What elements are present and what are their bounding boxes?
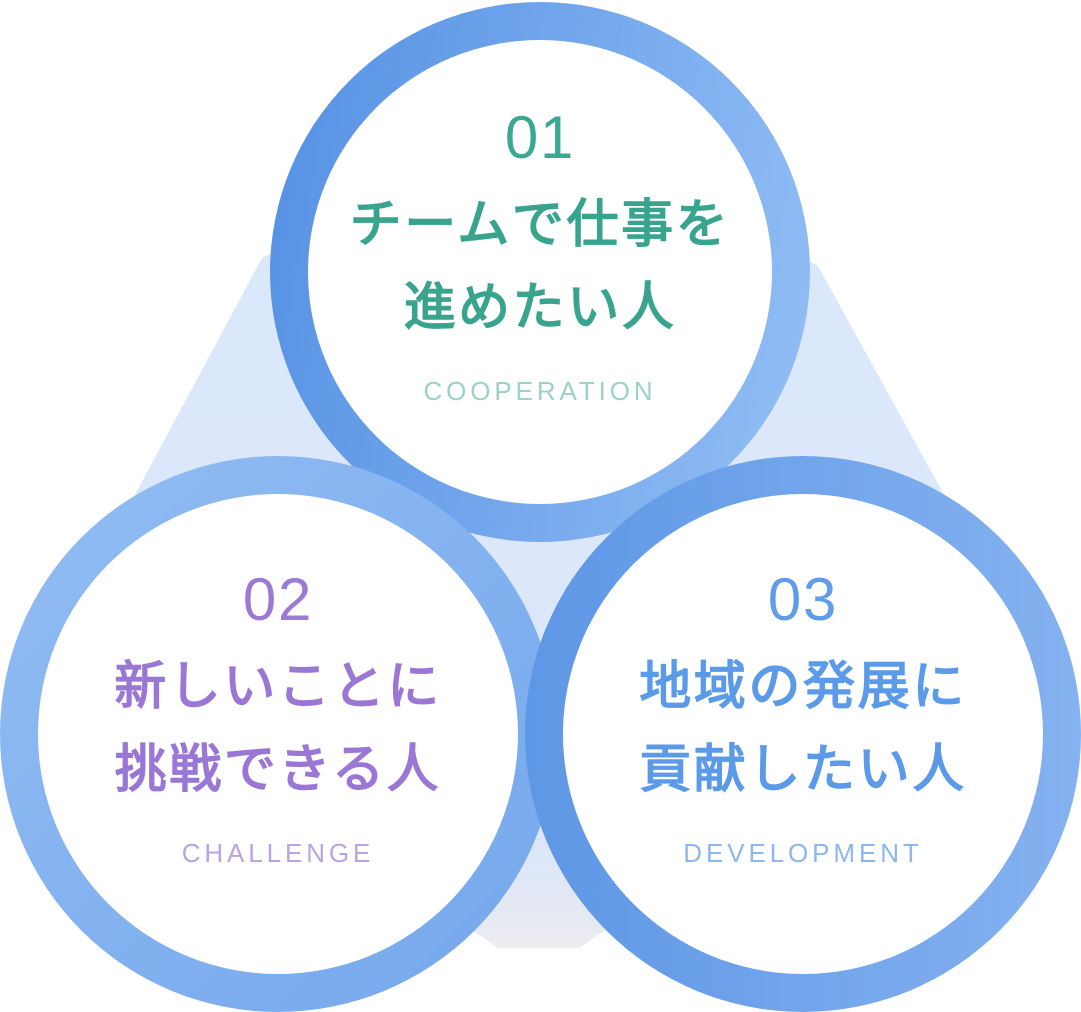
circle-cooperation-inner: 01 チームで仕事を 進めたい人 COOPERATION (308, 40, 772, 504)
circle-development-number: 03 (767, 565, 839, 633)
title-line-1: チームで仕事を (349, 195, 731, 254)
circle-challenge-content: 02 新しいことに 挑戦できる人 CHALLENGE (114, 565, 442, 869)
title-line-1: 地域の発展に (639, 657, 967, 716)
circle-challenge-title: 新しいことに 挑戦できる人 (114, 646, 442, 812)
circle-development-title: 地域の発展に 貢献したい人 (639, 646, 967, 812)
circle-cooperation-label: COOPERATION (423, 376, 657, 407)
circle-cooperation-title: チームで仕事を 進めたい人 (350, 184, 731, 350)
circle-challenge-inner: 02 新しいことに 挑戦できる人 CHALLENGE (38, 494, 518, 974)
title-line-2: 進めたい人 (403, 279, 677, 337)
circle-development-content: 03 地域の発展に 貢献したい人 DEVELOPMENT (639, 565, 967, 869)
circle-challenge-number: 02 (242, 565, 314, 633)
title-line-1: 新しいことに (114, 657, 442, 716)
circle-development: 03 地域の発展に 貢献したい人 DEVELOPMENT (525, 456, 1081, 1012)
title-line-2: 挑戦できる人 (114, 741, 442, 799)
circle-cooperation-number: 01 (504, 103, 576, 171)
circle-challenge-label: CHALLENGE (181, 838, 375, 869)
circle-cooperation-content: 01 チームで仕事を 進めたい人 COOPERATION (350, 103, 731, 407)
circle-development-inner: 03 地域の発展に 貢献したい人 DEVELOPMENT (563, 494, 1043, 974)
circle-challenge: 02 新しいことに 挑戦できる人 CHALLENGE (0, 456, 556, 1012)
circle-development-label: DEVELOPMENT (683, 838, 923, 869)
title-line-2: 貢献したい人 (639, 741, 967, 799)
circle-cooperation: 01 チームで仕事を 進めたい人 COOPERATION (270, 2, 810, 542)
